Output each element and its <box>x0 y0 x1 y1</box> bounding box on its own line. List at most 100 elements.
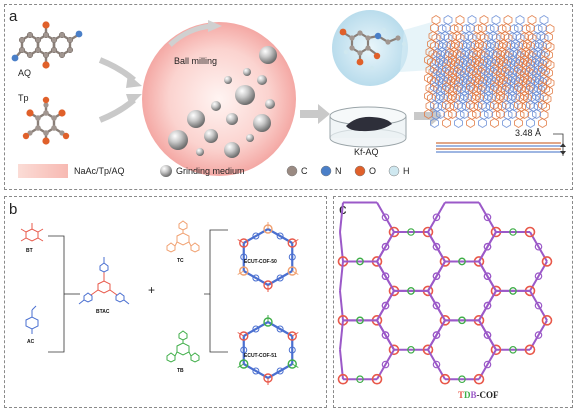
cof-node <box>287 266 297 276</box>
cof-layer-unit <box>497 46 507 58</box>
arrow-mill-to-product <box>300 104 330 124</box>
cof-layer-unit <box>526 99 535 111</box>
tdb-linker-ring <box>534 331 543 339</box>
cof-layer-unit <box>539 109 549 121</box>
cof-layer-unit <box>496 108 505 120</box>
cof-node-arm <box>237 363 245 368</box>
cof-layer-unit <box>533 23 543 35</box>
cof-layer-unit <box>544 31 553 43</box>
cof-layer-unit <box>499 38 508 50</box>
tdb-linker-ring <box>381 213 390 222</box>
cof-layer-unit <box>526 81 535 93</box>
cof-layer-unit <box>532 108 541 120</box>
cof-layer-unit <box>449 100 459 112</box>
cof-layer-unit <box>436 108 445 120</box>
tdb-linker-ring <box>407 287 415 295</box>
cof-layer-unit <box>472 72 481 84</box>
tdb-linker-ring <box>407 228 415 236</box>
tdb-cof-network <box>337 201 553 385</box>
tdb-linker <box>376 349 395 380</box>
tdb-linker <box>529 260 548 292</box>
cof-layer-unit <box>461 23 471 35</box>
cof-layer-unit <box>532 54 541 66</box>
cof-layer-unit <box>440 30 450 42</box>
tdb-linker <box>478 202 497 233</box>
legend-medium-label: Grinding medium <box>176 166 245 176</box>
kf-aq-label: Kf-AQ <box>354 147 379 157</box>
tdb-linker-ring <box>356 375 364 384</box>
cof-layer-unit <box>503 14 513 26</box>
tdb-linker-ring <box>356 257 364 266</box>
cof-node <box>239 359 249 369</box>
cof-layer-unit <box>455 55 465 67</box>
cof-layer-unit <box>521 23 531 35</box>
cof-layer-unit <box>472 54 481 66</box>
kf-aq-powder <box>346 116 392 132</box>
cof-layer-unit <box>491 14 501 26</box>
cof-layer-unit <box>535 38 544 50</box>
cof-layer-unit <box>491 55 501 67</box>
arrow-aq-head <box>126 74 142 88</box>
tdb-linker <box>427 349 446 380</box>
cof-layer-unit <box>491 91 501 103</box>
petri-dish: Kf-AQ <box>329 106 407 157</box>
grinding-balls <box>168 46 277 158</box>
cof-layer-unit <box>460 31 469 43</box>
cof-layer-unit <box>526 117 535 129</box>
cof-layer-unit <box>490 81 499 93</box>
cof-layer-unit <box>490 99 499 111</box>
cof-linker-ring <box>276 367 284 375</box>
cof-layer-unit <box>514 22 523 34</box>
tdb-linker-ring <box>509 345 517 354</box>
panel-a <box>4 4 573 190</box>
cof-layer-unit <box>472 31 481 43</box>
cof-layer-unit <box>542 75 552 87</box>
cof-layer-unit <box>443 109 453 121</box>
cof-node-arm <box>291 239 299 244</box>
legend-reagent-swatch <box>18 164 68 178</box>
tdb-cof-name-suffix: -COF <box>477 390 499 400</box>
cof-layer-unit <box>457 47 466 59</box>
legend-reagent-label: NaAc/Tp/AQ <box>74 166 125 176</box>
ball-milling-label: Ball milling <box>174 56 217 66</box>
cof-layer-unit <box>443 91 453 103</box>
panel-c <box>333 196 573 408</box>
cof-layer-unit <box>470 39 480 51</box>
ac-label: AC <box>27 339 35 345</box>
cof-layer-unit <box>490 22 499 34</box>
cof-layer-unit <box>484 54 493 66</box>
ecut-cof-51-label: ECUT-COF-51 <box>244 353 277 359</box>
cof-layer-unit <box>448 54 457 66</box>
cof-layer-unit <box>514 99 523 111</box>
tdb-node <box>541 315 553 326</box>
tdb-linker <box>478 290 497 321</box>
cof-layer-unit <box>493 47 502 59</box>
cof-layer-unit <box>430 99 439 111</box>
cof-layer-unit <box>479 14 489 26</box>
cof-layer-unit <box>467 91 477 103</box>
cof-layer-unit <box>503 91 513 103</box>
cof-layer-unit <box>515 14 525 26</box>
tdb-linker-ring <box>407 345 415 354</box>
cof-layer-unit <box>454 22 463 34</box>
cof-layer-unit <box>466 99 475 111</box>
cof-node-arm <box>237 239 245 244</box>
cof-layer-unit <box>466 81 475 93</box>
cof-layer-unit <box>484 72 493 84</box>
btac-label: BTAC <box>96 309 110 315</box>
cof-layer-unit <box>527 109 537 121</box>
cof-layered-structure <box>424 14 555 129</box>
cof-layer-unit <box>437 82 447 94</box>
cof-layer-unit <box>467 73 477 85</box>
tdb-node <box>422 226 434 238</box>
cof-layer-unit <box>430 81 439 93</box>
aq-label: AQ <box>18 68 31 78</box>
cof-layer-unit <box>542 39 552 51</box>
tdb-node <box>490 344 502 356</box>
tdb-linker <box>478 231 497 262</box>
cof-layer-unit <box>502 117 511 129</box>
cof-layer-unit <box>526 63 535 75</box>
cof-linker-ring <box>252 232 260 240</box>
cof-layer-unit <box>539 55 549 67</box>
